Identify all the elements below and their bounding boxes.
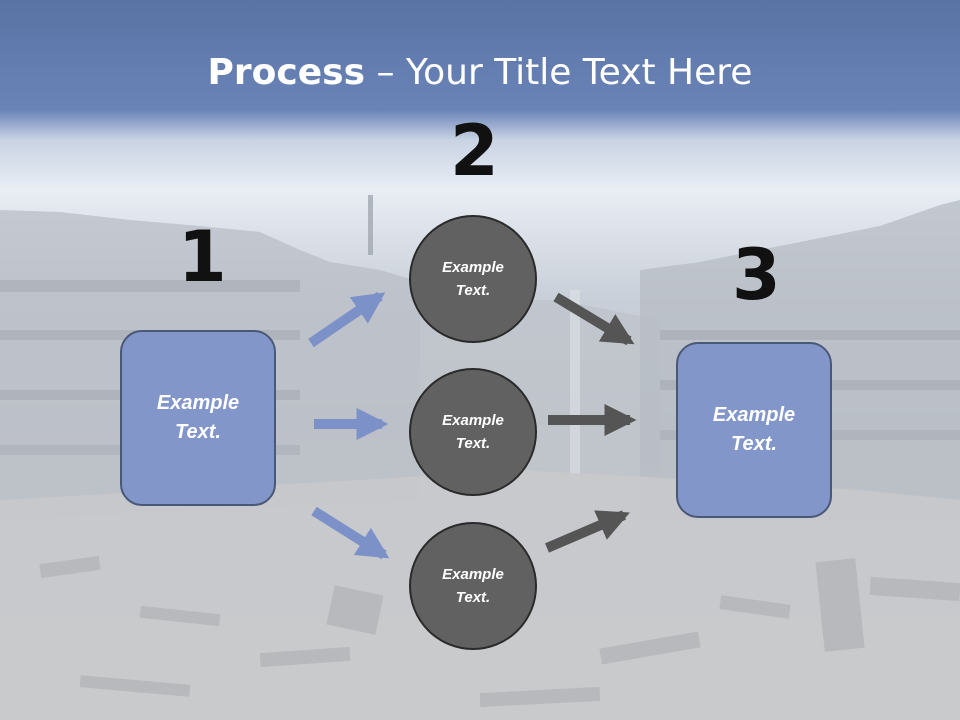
step-number-1: 1 xyxy=(178,216,227,298)
step-number-3: 3 xyxy=(732,234,781,316)
arrow-from-top xyxy=(553,292,635,346)
circle-middle-text: Example Text. xyxy=(442,412,504,452)
arrow-to-top xyxy=(308,291,386,348)
circle-middle: Example Text. xyxy=(409,368,537,496)
left-step-box: Example Text. xyxy=(120,330,276,506)
right-box-text: Example Text. xyxy=(712,404,796,455)
step-number-2: 2 xyxy=(450,110,499,192)
arrow-to-bottom xyxy=(311,506,390,560)
arrow-from-bottom xyxy=(545,510,630,553)
slide-title: Process – Your Title Text Here xyxy=(0,52,960,93)
circle-bottom-text: Example Text. xyxy=(442,566,504,606)
circle-top-text: Example Text. xyxy=(442,259,504,299)
left-box-text: Example Text. xyxy=(156,392,240,443)
circle-bottom: Example Text. xyxy=(409,522,537,650)
circle-top: Example Text. xyxy=(409,215,537,343)
right-step-box: Example Text. xyxy=(676,342,832,518)
title-rest: – Your Title Text Here xyxy=(365,52,753,93)
title-bold: Process xyxy=(207,52,366,93)
